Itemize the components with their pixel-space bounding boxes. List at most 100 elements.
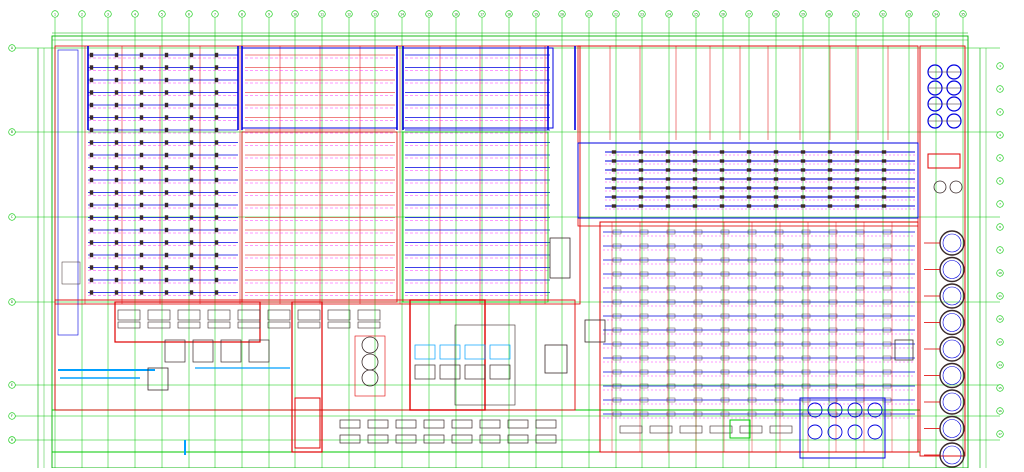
rack-node <box>720 151 724 154</box>
machine-block <box>140 116 143 120</box>
machine-block <box>115 53 118 57</box>
column-bubble-label: 6 <box>188 12 190 16</box>
column-bubble-label: 34 <box>934 12 938 16</box>
rack-node <box>855 151 859 154</box>
machine-block <box>215 116 218 120</box>
rack-node <box>774 205 778 208</box>
right-bubble-label: 12 <box>998 317 1002 321</box>
rack-node <box>666 205 670 208</box>
rack-node <box>882 169 886 172</box>
rack-node <box>612 178 616 181</box>
right-bubble-label: 17 <box>998 432 1002 436</box>
rack-node <box>801 196 805 199</box>
rack-node <box>747 196 751 199</box>
machine-block <box>190 216 193 220</box>
rack-node <box>720 169 724 172</box>
column-bubble-label: 12 <box>347 12 351 16</box>
rack-node <box>666 178 670 181</box>
machine-block <box>165 228 168 232</box>
rack-node <box>639 178 643 181</box>
row-bubble-label: H <box>11 438 13 442</box>
rack-node <box>612 160 616 163</box>
machine-block <box>90 166 93 170</box>
machine-block <box>140 228 143 232</box>
rack-node <box>882 178 886 181</box>
machine-block <box>215 228 218 232</box>
column-bubble-label: 23 <box>640 12 644 16</box>
machine-block <box>165 103 168 107</box>
column-bubble-label: 20 <box>560 12 564 16</box>
machine-block <box>190 153 193 157</box>
rack-node <box>612 151 616 154</box>
right-bubble-label: 6 <box>999 179 1001 183</box>
rack-node <box>855 196 859 199</box>
machine-block <box>90 291 93 295</box>
rack-node <box>882 205 886 208</box>
machine-block <box>190 166 193 170</box>
machine-block <box>215 141 218 145</box>
machine-block <box>215 166 218 170</box>
column-bubble-label: 14 <box>400 12 404 16</box>
machine-block <box>190 103 193 107</box>
rack-node <box>747 205 751 208</box>
row-bubble-label: A <box>11 46 13 50</box>
machine-block <box>90 241 93 245</box>
rack-node <box>801 151 805 154</box>
column-bubble-label: 5 <box>161 12 163 16</box>
rack-node <box>774 169 778 172</box>
row-bubble-label: E <box>11 383 13 387</box>
machine-block <box>215 216 218 220</box>
machine-block <box>165 266 168 270</box>
row-bubble-label: B <box>11 130 13 134</box>
machine-block <box>140 278 143 282</box>
machine-block <box>140 241 143 245</box>
row-bubble-label: D <box>11 300 13 304</box>
machine-block <box>215 191 218 195</box>
machine-block <box>140 66 143 70</box>
row-bubble-label: C <box>11 215 13 219</box>
right-bubble-label: 7 <box>999 202 1001 206</box>
machine-block <box>215 178 218 182</box>
machine-block <box>115 253 118 257</box>
machine-block <box>90 128 93 132</box>
column-bubble-label: 11 <box>320 12 324 16</box>
rack-node <box>666 151 670 154</box>
machine-block <box>165 66 168 70</box>
machine-block <box>140 141 143 145</box>
right-bubble-label: 16 <box>998 409 1002 413</box>
machine-block <box>165 53 168 57</box>
rack-node <box>855 187 859 190</box>
machine-block <box>90 66 93 70</box>
rack-node <box>693 187 697 190</box>
column-bubble-label: 9 <box>268 12 270 16</box>
rack-node <box>612 187 616 190</box>
machine-block <box>140 216 143 220</box>
rack-node <box>639 187 643 190</box>
right-bubble-label: 15 <box>998 386 1002 390</box>
column-bubble-label: 1 <box>54 12 56 16</box>
rack-node <box>882 187 886 190</box>
rack-node <box>666 187 670 190</box>
machine-block <box>165 178 168 182</box>
right-bubble-label: 14 <box>998 363 1002 367</box>
machine-block <box>140 203 143 207</box>
rack-node <box>801 169 805 172</box>
machine-block <box>165 241 168 245</box>
machine-block <box>115 153 118 157</box>
column-bubble-label: 10 <box>293 12 297 16</box>
column-bubble-label: 17 <box>480 12 484 16</box>
machine-block <box>215 203 218 207</box>
machine-block <box>215 153 218 157</box>
machine-block <box>215 291 218 295</box>
machine-block <box>115 103 118 107</box>
machine-block <box>165 191 168 195</box>
column-bubble-label: 25 <box>694 12 698 16</box>
rack-node <box>720 205 724 208</box>
machine-block <box>90 278 93 282</box>
rack-node <box>774 151 778 154</box>
machine-block <box>115 266 118 270</box>
rack-node <box>693 151 697 154</box>
machine-block <box>190 278 193 282</box>
rack-node <box>639 169 643 172</box>
